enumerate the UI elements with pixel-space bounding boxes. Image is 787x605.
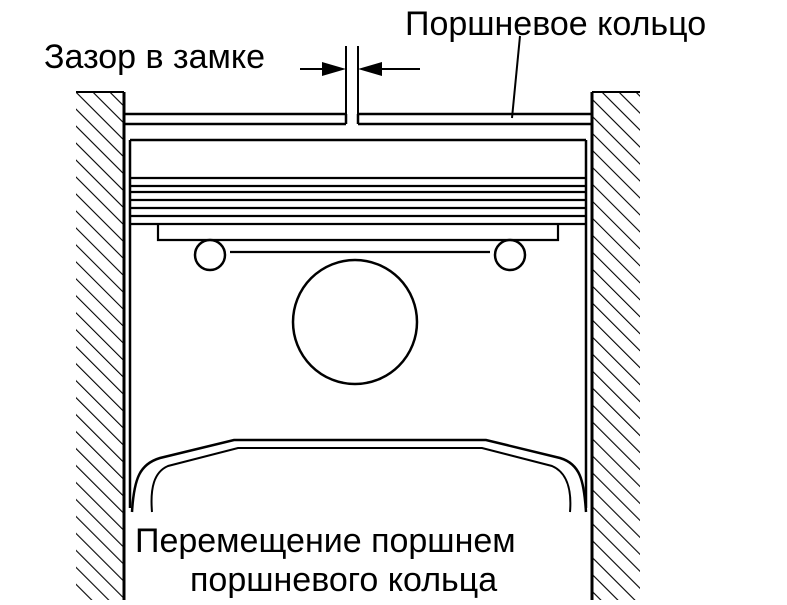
end-gap-label: Зазор в замке — [44, 38, 265, 76]
ring-grooves — [130, 176, 586, 254]
piston-skirt-inner — [150, 447, 572, 513]
piston-ring-top — [124, 112, 592, 126]
pin-boss-right — [493, 238, 527, 272]
bottom-label-line-1: Перемещение поршнем — [135, 522, 516, 560]
piston-body — [128, 138, 588, 508]
gap-dimension — [300, 46, 420, 114]
piston-pin-hole — [291, 258, 419, 386]
piston-ring-label: Поршневое кольцо — [405, 5, 706, 43]
bottom-label-line-2: поршневого кольца — [190, 561, 497, 599]
cylinder-wall-right — [590, 91, 640, 600]
piston-skirt — [130, 438, 588, 513]
pin-boss-left — [193, 238, 227, 272]
ring-leader-line — [511, 35, 521, 119]
bottom-label-background — [130, 518, 586, 600]
cylinder-wall-left — [76, 91, 126, 600]
